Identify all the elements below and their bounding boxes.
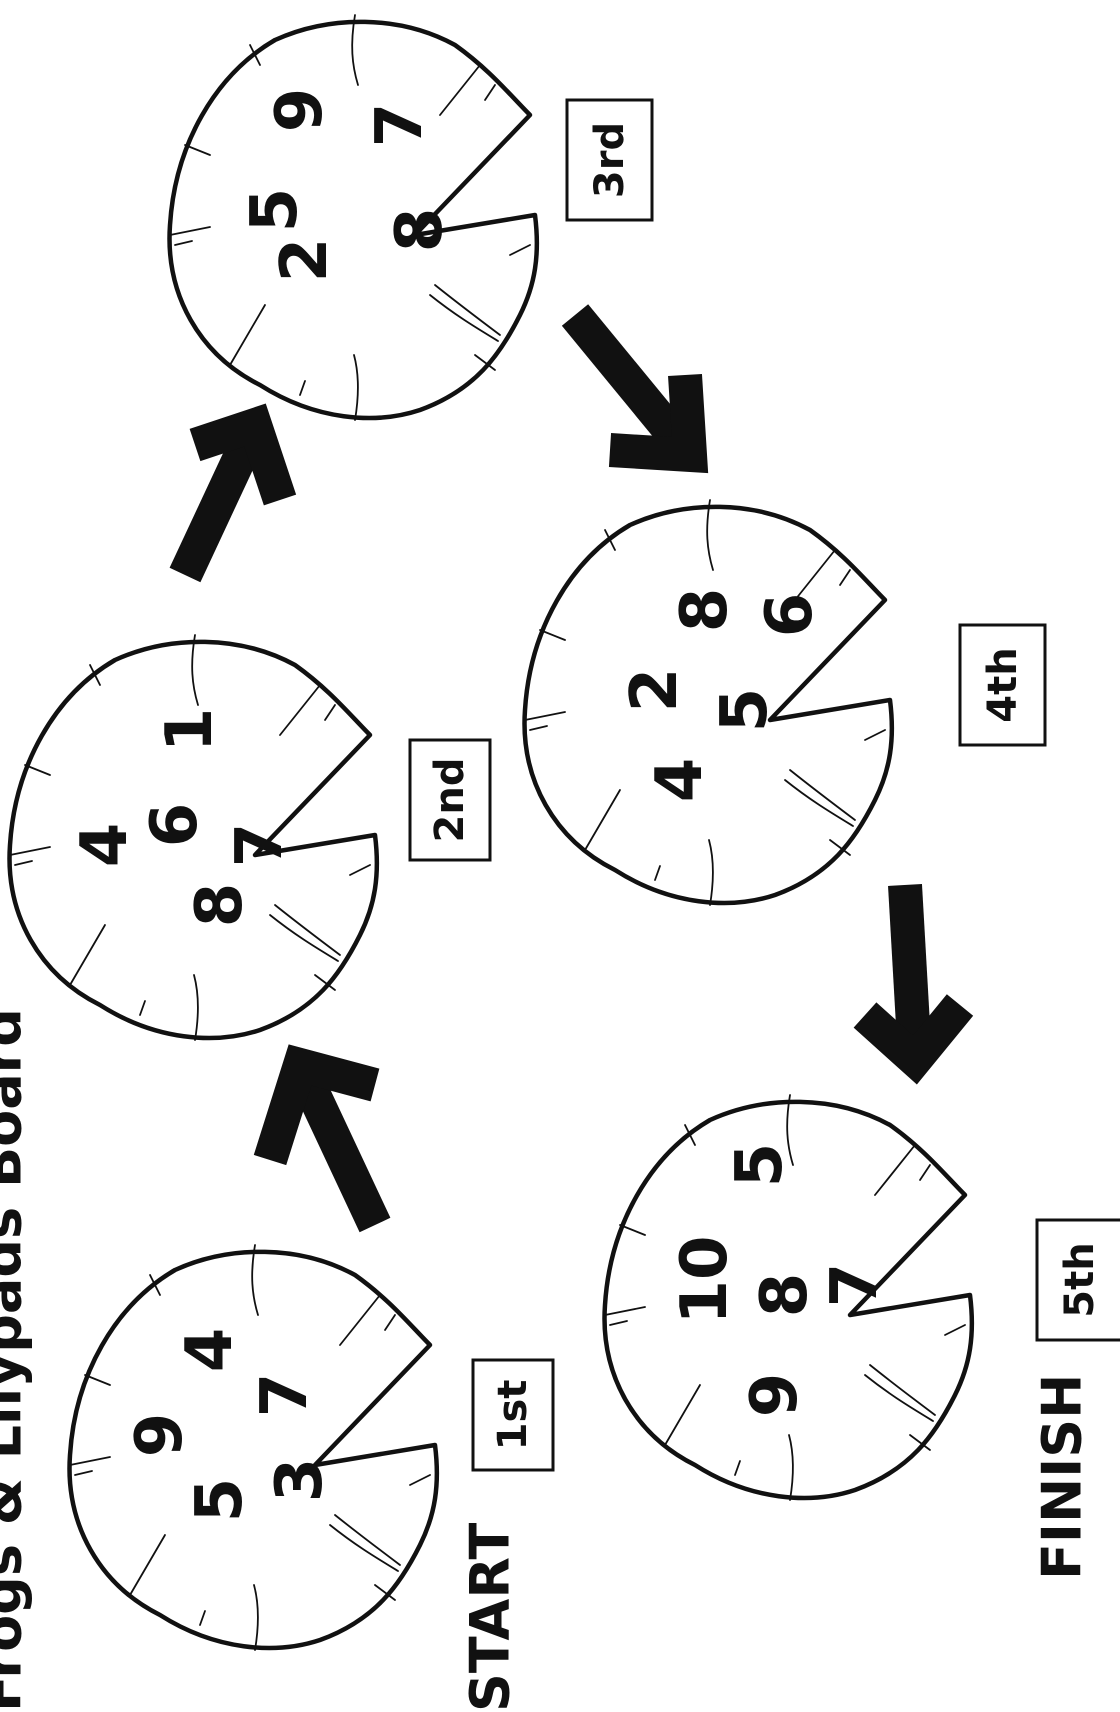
pad-number: 2 [618,668,692,713]
svg-text:1st: 1st [490,1380,536,1451]
board-title: Frogs & Lilypads Board [0,1008,34,1712]
pad-number: 4 [68,823,142,868]
lily-pad-1[interactable]: 5 9 3 4 7 1st [70,1245,555,1650]
pad-number: 8 [183,883,257,928]
pad-number: 9 [123,1413,197,1458]
svg-text:4th: 4th [980,647,1026,722]
pad-number: 10 [668,1235,742,1324]
pad-number: 6 [138,803,212,848]
pad-number: 5 [708,688,782,733]
pad-number: 2 [268,238,342,283]
pad-number: 7 [223,823,297,868]
pad-number: 3 [263,1458,337,1503]
arrow-icon [169,403,297,583]
svg-text:3rd: 3rd [587,122,633,198]
pad-number: 6 [753,593,827,638]
start-label: START [459,1523,522,1712]
pad-number: 4 [173,1328,247,1373]
order-badge: 4th [958,623,1047,747]
arrow-icon [561,304,709,474]
lily-pad-2[interactable]: 4 8 6 1 7 2nd [10,635,492,1040]
lily-pad-4[interactable]: 2 4 8 5 6 4th [525,500,1047,905]
pad-number: 5 [723,1143,797,1188]
lily-pad-3[interactable]: 5 2 9 7 8 3rd [170,15,654,420]
pad-number: 7 [363,103,437,148]
pad-number: 1 [153,708,227,753]
svg-text:5th: 5th [1057,1242,1103,1317]
pad-number: 5 [183,1478,257,1523]
pad-number: 4 [643,758,717,803]
order-badge: 5th [1035,1218,1120,1342]
finish-label: FINISH [1031,1374,1094,1580]
pad-number: 7 [248,1373,322,1418]
pad-number: 5 [238,188,312,233]
pad-number: 9 [263,88,337,133]
lily-pad-5[interactable]: 10 9 8 5 7 5th [605,1095,1120,1500]
order-badge: 1st [471,1358,555,1472]
pad-number: 7 [818,1263,892,1308]
order-badge: 2nd [408,738,492,862]
arrow-icon [853,884,974,1085]
pad-number: 9 [738,1373,812,1418]
pad-number: 8 [668,588,742,633]
pad-number: 8 [383,208,457,253]
svg-text:2nd: 2nd [427,758,473,843]
order-badge: 3rd [565,98,654,222]
arrow-icon [253,1044,391,1233]
pad-number: 8 [748,1273,822,1318]
